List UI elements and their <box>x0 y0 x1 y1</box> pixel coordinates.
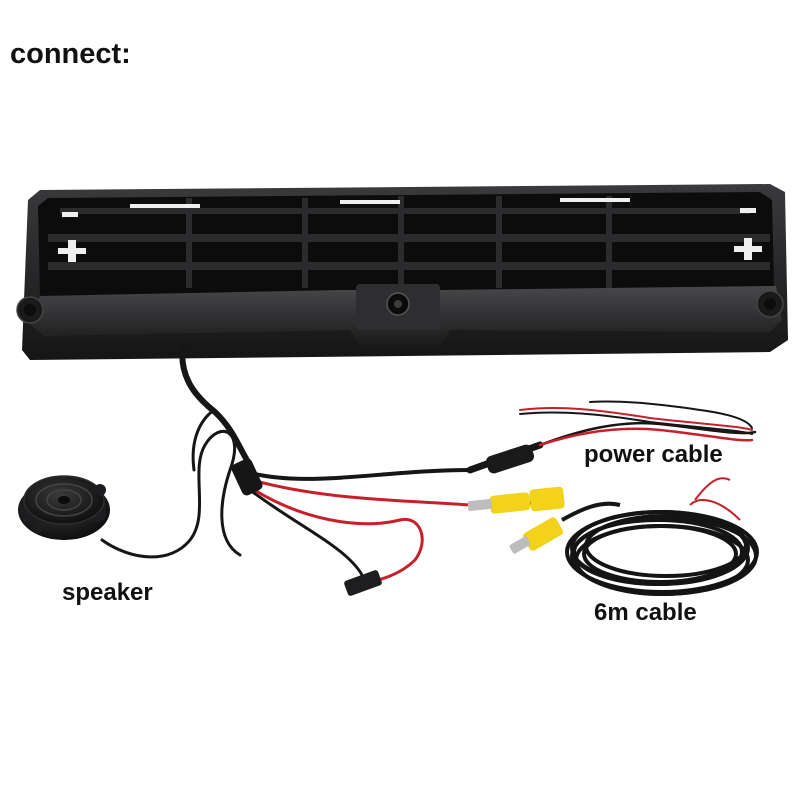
page-title: connect: <box>10 38 131 70</box>
main-cable <box>179 342 251 472</box>
speaker-cable <box>100 429 242 559</box>
rca-connectors <box>467 486 621 554</box>
six-meter-cable-coil <box>565 477 759 596</box>
license-plate-frame <box>16 184 788 360</box>
sensor-connector <box>344 570 382 596</box>
lead-cables <box>231 458 472 592</box>
power-cable-label: power cable <box>584 441 723 468</box>
six-meter-cable-label: 6m cable <box>594 599 697 626</box>
speaker-label: speaker <box>62 579 153 606</box>
power-cable <box>466 400 757 474</box>
speaker-buzzer <box>18 475 110 540</box>
